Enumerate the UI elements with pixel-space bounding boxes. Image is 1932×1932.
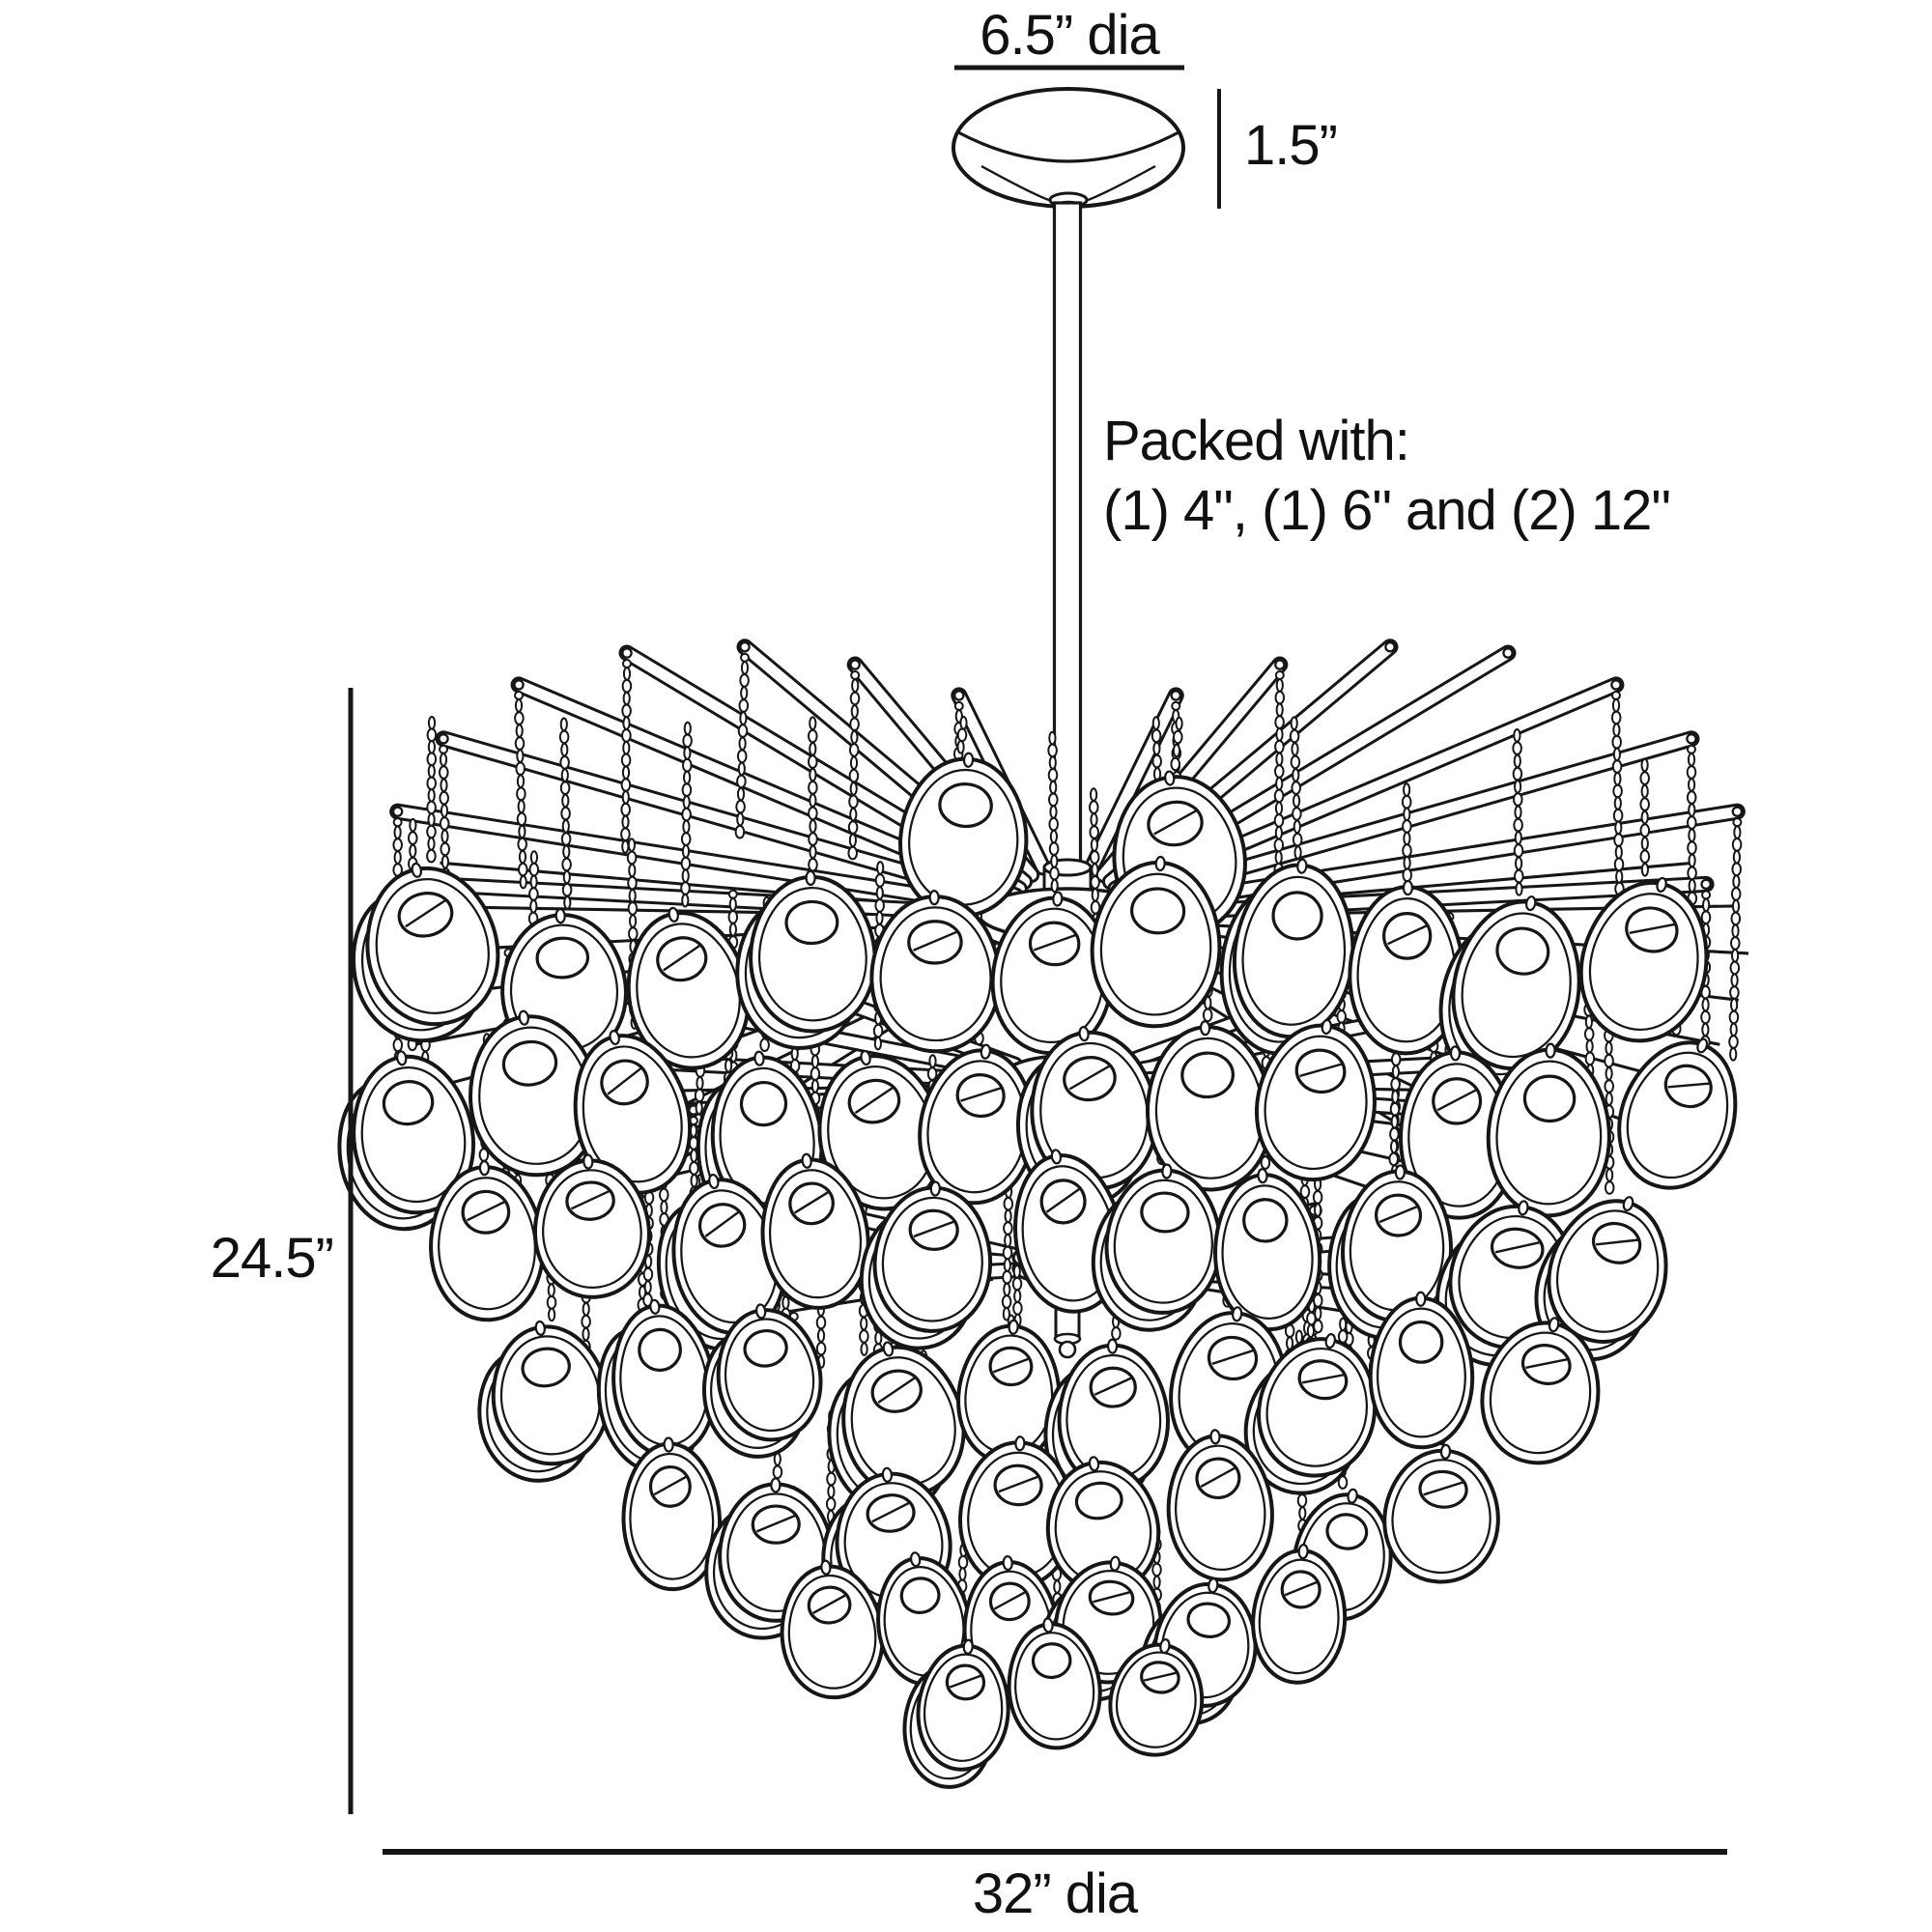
shell xyxy=(1382,1443,1500,1584)
shell xyxy=(1090,855,1222,1029)
shells xyxy=(337,752,1738,1789)
packed-with-note-line1: Packed with: xyxy=(1103,410,1410,472)
canopy-diameter-label: 6.5” dia xyxy=(980,4,1159,67)
overall-height-label: 24.5” xyxy=(210,1227,334,1290)
shell xyxy=(1007,1617,1102,1750)
shell xyxy=(760,1152,870,1310)
shell xyxy=(533,1153,651,1299)
shell xyxy=(469,1009,602,1178)
shell xyxy=(1166,1429,1274,1582)
shell xyxy=(429,1160,545,1322)
shell xyxy=(749,869,877,1034)
shell xyxy=(1108,1637,1205,1757)
packed-with-note-line2: (1) 4", (1) 6" and (2) 12" xyxy=(1103,479,1671,542)
shell xyxy=(1368,1291,1475,1450)
shell xyxy=(916,1638,1010,1772)
shell xyxy=(1341,1164,1453,1323)
shell xyxy=(626,906,751,1070)
shell xyxy=(491,1320,611,1466)
dimension-lines xyxy=(348,65,1727,1855)
overall-diameter-label: 32” dia xyxy=(972,1862,1138,1925)
shell xyxy=(1232,858,1355,1038)
shell xyxy=(1451,895,1581,1071)
shell xyxy=(780,1559,885,1700)
shell xyxy=(869,890,1002,1054)
shell xyxy=(990,891,1114,1056)
shell xyxy=(671,1173,787,1336)
shell xyxy=(1480,1317,1601,1465)
shell xyxy=(1617,1037,1738,1190)
shell xyxy=(1348,879,1465,1056)
shell xyxy=(621,1436,722,1592)
shell xyxy=(573,1030,693,1195)
shell xyxy=(1213,1168,1322,1332)
shell xyxy=(1547,1196,1668,1344)
shell xyxy=(1104,1163,1222,1315)
shell xyxy=(365,862,500,1027)
canopy-height-label: 1.5” xyxy=(1244,114,1338,177)
shell xyxy=(716,1303,823,1442)
shell xyxy=(1254,1018,1377,1182)
shell xyxy=(872,1180,993,1333)
shell xyxy=(835,1466,952,1609)
shell xyxy=(841,1341,966,1497)
shell xyxy=(1257,1333,1378,1478)
shell xyxy=(1578,876,1709,1043)
shell xyxy=(352,1050,475,1215)
shell xyxy=(1251,1544,1348,1685)
shell xyxy=(817,1049,945,1211)
